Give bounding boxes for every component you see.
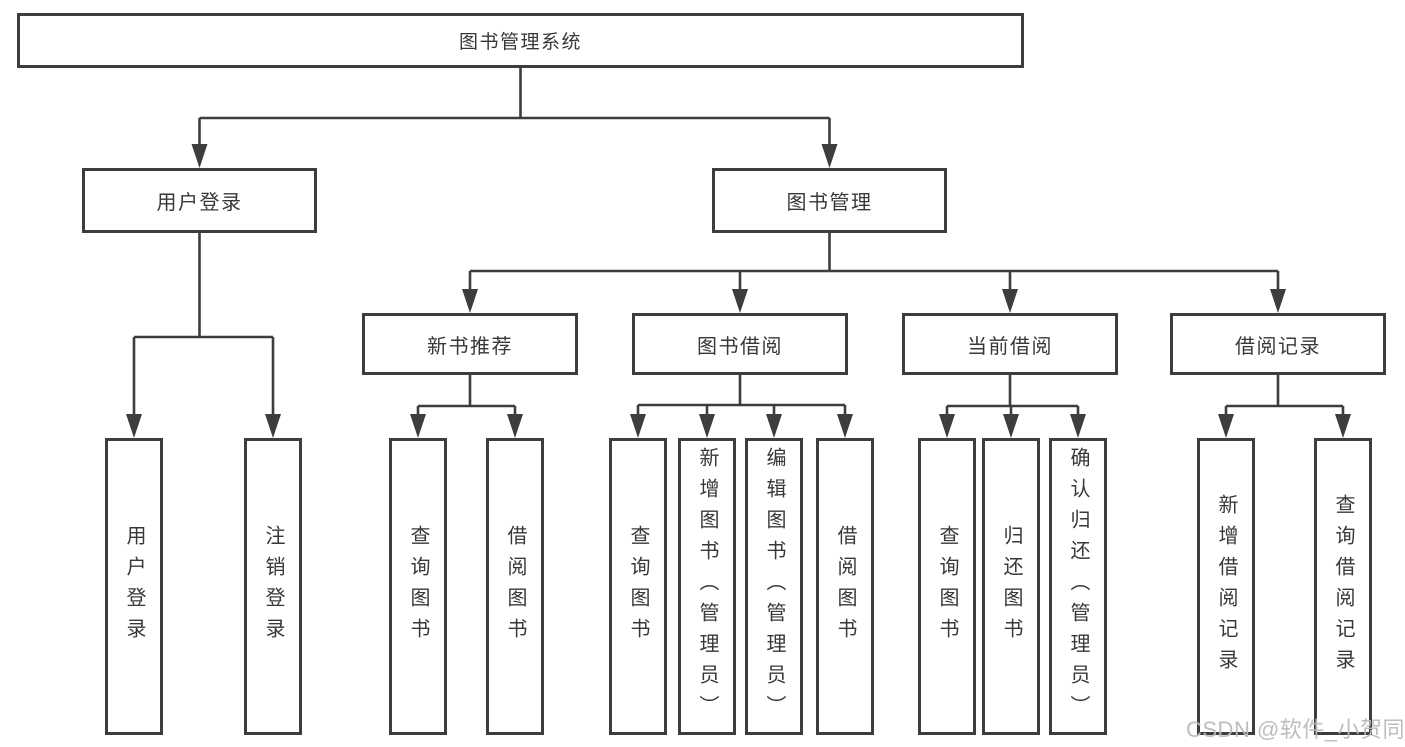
node-user-login-label: 用户登录	[156, 192, 243, 214]
node-borrow-records-label: 借阅记录	[1235, 335, 1321, 358]
leaf-add-borrow-record-label: 新增借阅记录	[1215, 493, 1237, 680]
node-new-book-recommend: 新书推荐	[362, 313, 578, 375]
leaf-newbook-borrow-books-label: 借阅图书	[504, 524, 526, 649]
leaf-user-login: 用户登录	[105, 438, 163, 735]
node-root-system: 图书管理系统	[17, 13, 1024, 68]
leaf-newbook-borrow-books: 借阅图书	[486, 438, 544, 735]
leaf-current-query-books: 查询图书	[918, 438, 976, 735]
leaf-edit-books-admin: 编辑图书（管理员）	[745, 438, 803, 735]
node-book-borrow: 图书借阅	[632, 313, 848, 375]
leaf-newbook-query-books: 查询图书	[389, 438, 447, 735]
leaf-return-books-label: 归还图书	[1000, 524, 1022, 649]
leaf-newbook-query-books-label: 查询图书	[407, 524, 429, 649]
node-book-management-label: 图书管理	[786, 192, 873, 214]
leaf-confirm-return-admin-label: 确认归还（管理员）	[1067, 447, 1089, 726]
node-new-book-recommend-label: 新书推荐	[427, 335, 513, 358]
leaf-borrow-query-books-label: 查询图书	[627, 524, 649, 649]
csdn-watermark: CSDN @软件_小贺同学	[1186, 717, 1405, 742]
connector-root-to-level2	[191, 68, 838, 168]
leaf-logout: 注销登录	[244, 438, 302, 735]
leaf-borrow-books: 借阅图书	[816, 438, 874, 735]
node-borrow-records: 借阅记录	[1170, 313, 1386, 375]
leaf-edit-books-admin-label: 编辑图书（管理员）	[763, 447, 785, 726]
leaf-borrow-query-books: 查询图书	[609, 438, 667, 735]
node-book-borrow-label: 图书借阅	[697, 335, 783, 358]
connector-new-book-to-leaves	[410, 375, 523, 438]
leaf-add-borrow-record: 新增借阅记录	[1197, 438, 1255, 735]
node-root-label: 图书管理系统	[458, 32, 582, 53]
leaf-return-books: 归还图书	[982, 438, 1040, 735]
leaf-user-login-label: 用户登录	[123, 524, 145, 649]
node-user-login: 用户登录	[82, 168, 317, 233]
connector-user-login-to-leaves	[126, 233, 281, 438]
leaf-add-books-admin-label: 新增图书（管理员）	[696, 447, 718, 726]
leaf-current-query-books-label: 查询图书	[936, 524, 958, 649]
leaf-confirm-return-admin: 确认归还（管理员）	[1049, 438, 1107, 735]
connector-current-borrow-to-leaves	[939, 375, 1086, 438]
connector-borrow-records-to-leaves	[1218, 375, 1351, 438]
leaf-logout-label: 注销登录	[262, 524, 284, 649]
connector-book-mgmt-to-level3	[462, 233, 1286, 313]
node-current-borrow-label: 当前借阅	[967, 335, 1053, 358]
leaf-borrow-books-label: 借阅图书	[834, 524, 856, 649]
node-book-management: 图书管理	[712, 168, 947, 233]
connector-book-borrow-to-leaves	[630, 375, 853, 438]
node-current-borrow: 当前借阅	[902, 313, 1118, 375]
leaf-add-books-admin: 新增图书（管理员）	[678, 438, 736, 735]
leaf-query-borrow-record-label: 查询借阅记录	[1332, 493, 1354, 680]
leaf-query-borrow-record: 查询借阅记录	[1314, 438, 1372, 735]
